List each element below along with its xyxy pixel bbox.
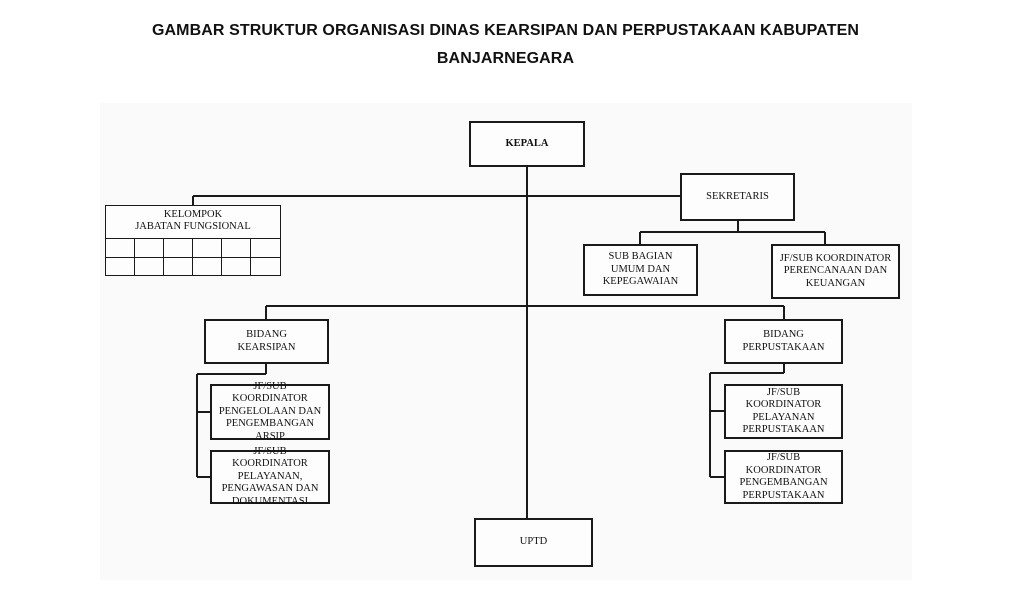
node-jf-pengelolaan-arsip: JF/SUB KOORDINATOR PENGELOLAAN DAN PENGE… — [210, 381, 330, 442]
node-kelompok-jabatan-fungsional: KELOMPOK JABATAN FUNGSIONAL — [105, 205, 281, 276]
page-title-line-2: BANJARNEGARA — [436, 50, 575, 67]
kelompok-label: KELOMPOK JABATAN FUNGSIONAL — [135, 209, 251, 232]
kelompok-grid — [106, 238, 280, 276]
node-jf-pelayanan-perpustakaan: JF/SUB KOORDINATOR PELAYANAN PERPUSTAKAA… — [724, 384, 843, 439]
node-bidang-kearsipan: BIDANG KEARSIPAN — [204, 319, 329, 364]
node-jf-pelayanan-pengawasan: JF/SUB KOORDINATOR PELAYANAN, PENGAWASAN… — [210, 446, 330, 507]
node-bidang-perpustakaan: BIDANG PERPUSTAKAAN — [724, 319, 843, 364]
node-sub-bagian-umum: SUB BAGIAN UMUM DAN KEPEGAWAIAN — [583, 244, 698, 296]
node-uptd: UPTD — [474, 518, 593, 567]
page-title: GAMBAR STRUKTUR ORGANISASI DINAS KEARSIP… — [151, 22, 860, 39]
node-jf-perencanaan-keuangan: JF/SUB KOORDINATOR PERENCANAAN DAN KEUAN… — [771, 244, 900, 299]
node-sekretaris: SEKRETARIS — [680, 173, 795, 221]
node-kepala: KEPALA — [469, 121, 585, 167]
node-jf-pengembangan-perpustakaan: JF/SUB KOORDINATOR PENGEMBANGAN PERPUSTA… — [724, 450, 843, 504]
